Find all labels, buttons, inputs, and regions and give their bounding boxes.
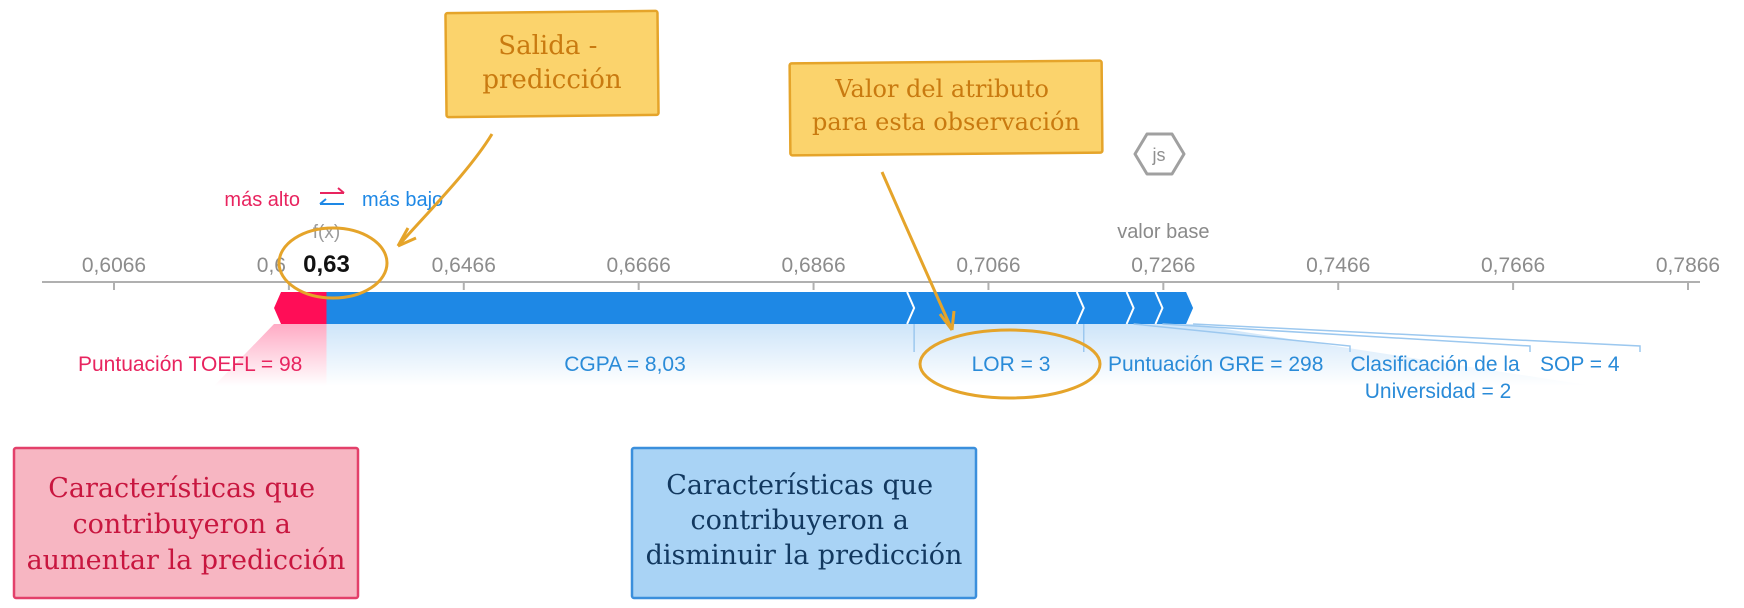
feature-label-lor: LOR = 3 bbox=[972, 353, 1051, 376]
svg-text:Valor del atributo para: Valor del atributo para esta observación bbox=[812, 75, 1080, 136]
leader-line bbox=[1193, 323, 1641, 352]
force-bars bbox=[214, 291, 1641, 386]
bar-separator bbox=[1075, 291, 1085, 325]
svg-text:Características que cont: Características que contribuyeron a dism… bbox=[646, 470, 963, 571]
callout-increase: Características que contribuyeron a aume… bbox=[12, 446, 360, 600]
output-value-label: 0,63 bbox=[303, 251, 350, 278]
axis-tick-label: 0,7066 bbox=[956, 254, 1020, 277]
legend-lower-label: más bajo bbox=[362, 189, 443, 211]
feature-label-toefl: Puntuación TOEFL = 98 bbox=[78, 353, 302, 376]
lor-value-circle bbox=[918, 328, 1102, 400]
bar-separator bbox=[1125, 291, 1135, 325]
axis-tick-label: 0,6066 bbox=[82, 254, 146, 277]
callout-attribute: Valor del atributo para esta observación bbox=[788, 59, 1104, 157]
negative-bar bbox=[1076, 292, 1134, 324]
axis-tick-label: 0,6466 bbox=[432, 254, 496, 277]
arrow-output bbox=[396, 133, 494, 248]
legend-higher-label: más alto bbox=[224, 189, 300, 211]
output-fx-label: f(x) bbox=[313, 222, 340, 243]
base-value-label: valor base bbox=[1117, 221, 1209, 243]
feature-label-sop: SOP = 4 bbox=[1540, 353, 1620, 376]
svg-text:Salida - predicción: Salida - predicción bbox=[482, 31, 622, 95]
positive-shade bbox=[214, 324, 327, 386]
js-logo-icon: js bbox=[1133, 132, 1186, 176]
axis-tick-label: 0,7466 bbox=[1306, 254, 1370, 277]
negative-bar bbox=[1126, 292, 1163, 324]
positive-bar bbox=[274, 292, 327, 324]
axis-tick-label: 0,7666 bbox=[1481, 254, 1545, 277]
arrow-attribute bbox=[880, 171, 956, 331]
feature-label-gre: Puntuación GRE = 298 bbox=[1108, 353, 1323, 376]
axis-tick-label: 0,7866 bbox=[1656, 254, 1720, 277]
svg-text:js: js bbox=[1152, 145, 1166, 165]
negative-shade bbox=[326, 324, 1594, 386]
callout-decrease: Características que contribuyeron a dism… bbox=[630, 446, 978, 600]
leader-line bbox=[1162, 323, 1531, 352]
negative-bar bbox=[326, 292, 915, 324]
leader-line bbox=[1133, 323, 1351, 352]
axis-ticks: 0,60660,62660,64660,66660,68660,70660,72… bbox=[82, 248, 1720, 290]
callout-output: Salida - predicción bbox=[444, 9, 660, 119]
legend-swap-icon bbox=[319, 187, 345, 205]
axis-tick-label: 0,7266 bbox=[1131, 254, 1195, 277]
axis-tick-label: 0,6666 bbox=[607, 254, 671, 277]
axis-tick-label: 0,6866 bbox=[781, 254, 845, 277]
feature-label-cgpa: CGPA = 8,03 bbox=[564, 353, 686, 376]
negative-bar bbox=[1155, 292, 1194, 324]
svg-text:Características que cont: Características que contribuyeron a aume… bbox=[27, 473, 346, 576]
bar-separator bbox=[906, 291, 916, 325]
bar-separator bbox=[1154, 291, 1164, 325]
negative-bar bbox=[907, 292, 1084, 324]
feature-label-university: Clasificación de la Universidad = 2 bbox=[1350, 353, 1525, 403]
output-value-circle bbox=[277, 226, 389, 300]
output-label-mask bbox=[286, 248, 353, 278]
